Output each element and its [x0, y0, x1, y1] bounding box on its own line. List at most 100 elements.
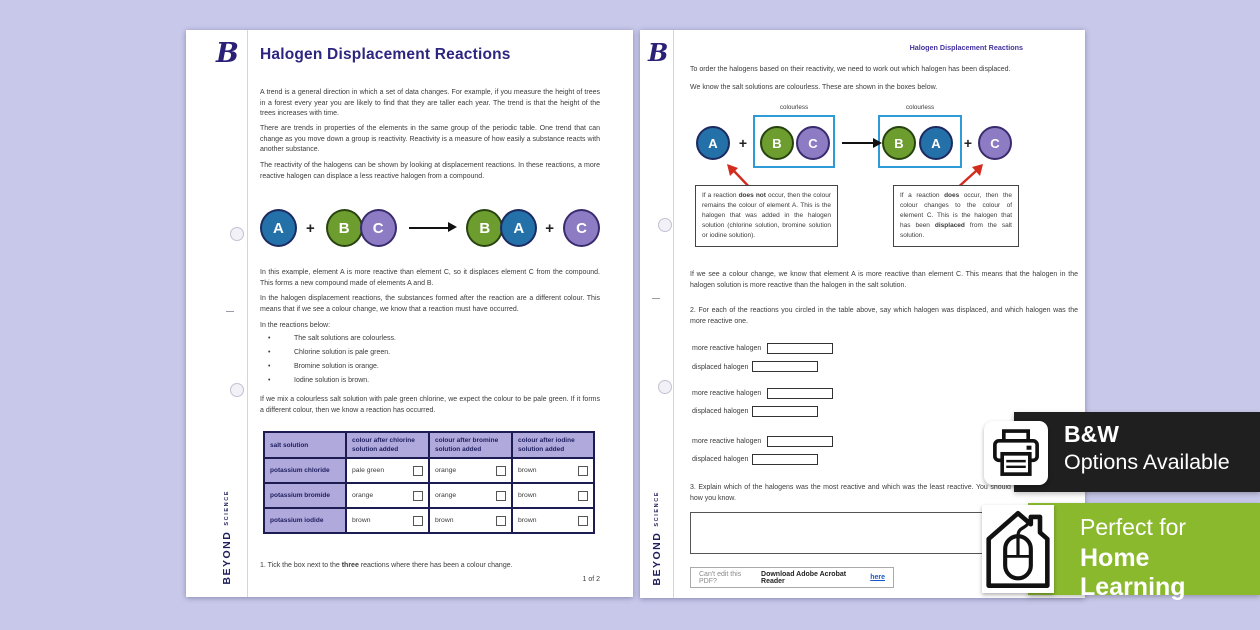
colour-cell: brown — [345, 507, 430, 535]
reaction-note-box: If a reaction does occur, then the colou… — [893, 185, 1019, 248]
element-a-circle: A — [696, 126, 730, 160]
tick-checkbox[interactable] — [578, 515, 588, 526]
margin-divider — [673, 30, 674, 598]
salt-name-cell: potassium chloride — [263, 457, 347, 485]
page-title: Halogen Displacement Reactions — [260, 46, 511, 63]
displaced-halogen-input[interactable] — [752, 454, 818, 465]
tick-checkbox[interactable] — [413, 465, 423, 476]
science-wordmark: SCIENCE — [654, 491, 660, 528]
column-header: colour after chlorine solution added — [345, 430, 430, 460]
tick-checkbox[interactable] — [578, 490, 588, 501]
page-header-title: Halogen Displacement Reactions — [909, 43, 1023, 52]
intro-paragraph-3: The reactivity of the halogens can be sh… — [260, 162, 600, 180]
colour-results-table: salt solution colour after chlorine solu… — [263, 430, 595, 535]
punch-hole — [658, 380, 672, 394]
element-c-circle: C — [796, 126, 830, 160]
plus-sign: + — [545, 219, 555, 237]
element-b-circle: B — [760, 126, 794, 160]
colour-cell: brown — [511, 507, 595, 535]
beyond-science-vertical-logo: BEYOND SCIENCE — [218, 490, 236, 585]
table-row: potassium chloride pale green orange bro… — [263, 457, 595, 485]
element-c-circle: C — [563, 209, 600, 247]
punch-hole — [658, 218, 672, 232]
instruction-paragraph-2: We know the salt solutions are colourles… — [690, 84, 938, 91]
colourless-label: colourless — [905, 104, 935, 111]
printer-icon — [984, 421, 1048, 485]
science-wordmark: SCIENCE — [224, 490, 230, 527]
plus-sign: + — [738, 135, 748, 151]
worksheet-page-1: B BEYOND SCIENCE Halogen Displacement Rea… — [186, 30, 633, 597]
home-learning-badge: Perfect for Home Learning — [1028, 503, 1260, 601]
tick-checkbox[interactable] — [496, 490, 506, 501]
table-header-row: salt solution colour after chlorine solu… — [263, 430, 595, 460]
column-header: salt solution — [263, 430, 347, 460]
element-b-circle: B — [325, 209, 363, 247]
colour-cell: pale green — [345, 457, 430, 485]
tick-checkbox[interactable] — [496, 515, 506, 526]
element-a-circle: A — [919, 126, 953, 160]
reactions-below-label: In the reactions below: — [260, 322, 331, 329]
beyond-logo-icon: B — [648, 38, 669, 67]
colour-cell: brown — [428, 507, 513, 535]
element-b-circle: B — [466, 209, 504, 247]
colour-change-paragraph: If we see a colour change, we know that … — [690, 271, 1078, 289]
tick-checkbox[interactable] — [496, 465, 506, 476]
beyond-wordmark: BEYOND — [221, 531, 233, 585]
element-a-circle: A — [500, 209, 538, 247]
house-mouse-icon — [982, 505, 1054, 593]
more-reactive-halogen-input[interactable] — [767, 343, 833, 354]
explanation-paragraph-2: In the halogen displacement reactions, t… — [260, 295, 600, 313]
more-reactive-halogen-input[interactable] — [767, 436, 833, 447]
salt-name-cell: potassium iodide — [263, 507, 347, 535]
more-reactive-label: more reactive halogen — [692, 345, 762, 352]
reaction-arrow-icon — [408, 221, 458, 234]
bullet-icon: • — [268, 335, 271, 342]
colourless-label: colourless — [779, 104, 809, 111]
displaced-halogen-input[interactable] — [752, 406, 818, 417]
bullet-icon: • — [268, 363, 271, 370]
q3-answer-box[interactable] — [690, 512, 1040, 554]
beyond-science-vertical-logo: BEYOND SCIENCE — [648, 491, 666, 586]
displaced-halogen-input[interactable] — [752, 361, 818, 372]
colour-cell: brown — [511, 457, 595, 485]
column-header: colour after bromine solution added — [428, 430, 513, 460]
displacement-reaction-diagram: A + B C B A + C — [260, 207, 600, 249]
element-c-circle: C — [978, 126, 1012, 160]
plus-sign: + — [305, 219, 315, 237]
displaced-label: displaced halogen — [692, 408, 749, 415]
element-c-circle: C — [359, 209, 397, 247]
tick-checkbox[interactable] — [413, 515, 423, 526]
tick-checkbox[interactable] — [578, 465, 588, 476]
colour-cell: orange — [428, 457, 513, 485]
question-3: 3. Explain which of the halogens was the… — [690, 484, 1082, 502]
no-reaction-note-box: If a reaction does not occur, then the c… — [695, 185, 838, 248]
mix-paragraph: If we mix a colourless salt solution wit… — [260, 396, 600, 414]
pdf-help-bar: Can't edit this PDF? Download Adobe Acro… — [690, 567, 894, 588]
tick-checkbox[interactable] — [413, 490, 423, 501]
explanation-paragraph-1: In this example, element A is more react… — [260, 269, 600, 287]
punch-hole — [230, 227, 244, 241]
margin-dash — [226, 311, 234, 312]
worksheet-page-2: B BEYOND SCIENCE Halogen Displacement Rea… — [640, 30, 1085, 598]
element-b-circle: B — [882, 126, 916, 160]
table-row: potassium bromide orange orange brown — [263, 482, 595, 510]
intro-paragraph-1: A trend is a general direction in which … — [260, 89, 600, 117]
reaction-arrow-icon — [842, 136, 882, 149]
more-reactive-label: more reactive halogen — [692, 438, 762, 445]
page-number: 1 of 2 — [582, 576, 600, 583]
salt-name-cell: potassium bromide — [263, 482, 347, 510]
download-reader-link[interactable]: here — [870, 574, 885, 581]
question-1: 1. Tick the box next to the three reacti… — [260, 562, 513, 569]
colourless-solution-box — [753, 115, 835, 168]
instruction-paragraph-1: To order the halogens based on their rea… — [690, 66, 1011, 73]
more-reactive-label: more reactive halogen — [692, 390, 762, 397]
beyond-wordmark: BEYOND — [651, 532, 663, 586]
plus-sign: + — [963, 135, 973, 151]
displaced-label: displaced halogen — [692, 456, 749, 463]
punch-hole — [230, 383, 244, 397]
bullet-icon: • — [268, 349, 271, 356]
element-a-circle: A — [260, 209, 297, 247]
intro-paragraph-2: There are trends in properties of the el… — [260, 125, 600, 153]
more-reactive-halogen-input[interactable] — [767, 388, 833, 399]
margin-divider — [247, 30, 248, 597]
